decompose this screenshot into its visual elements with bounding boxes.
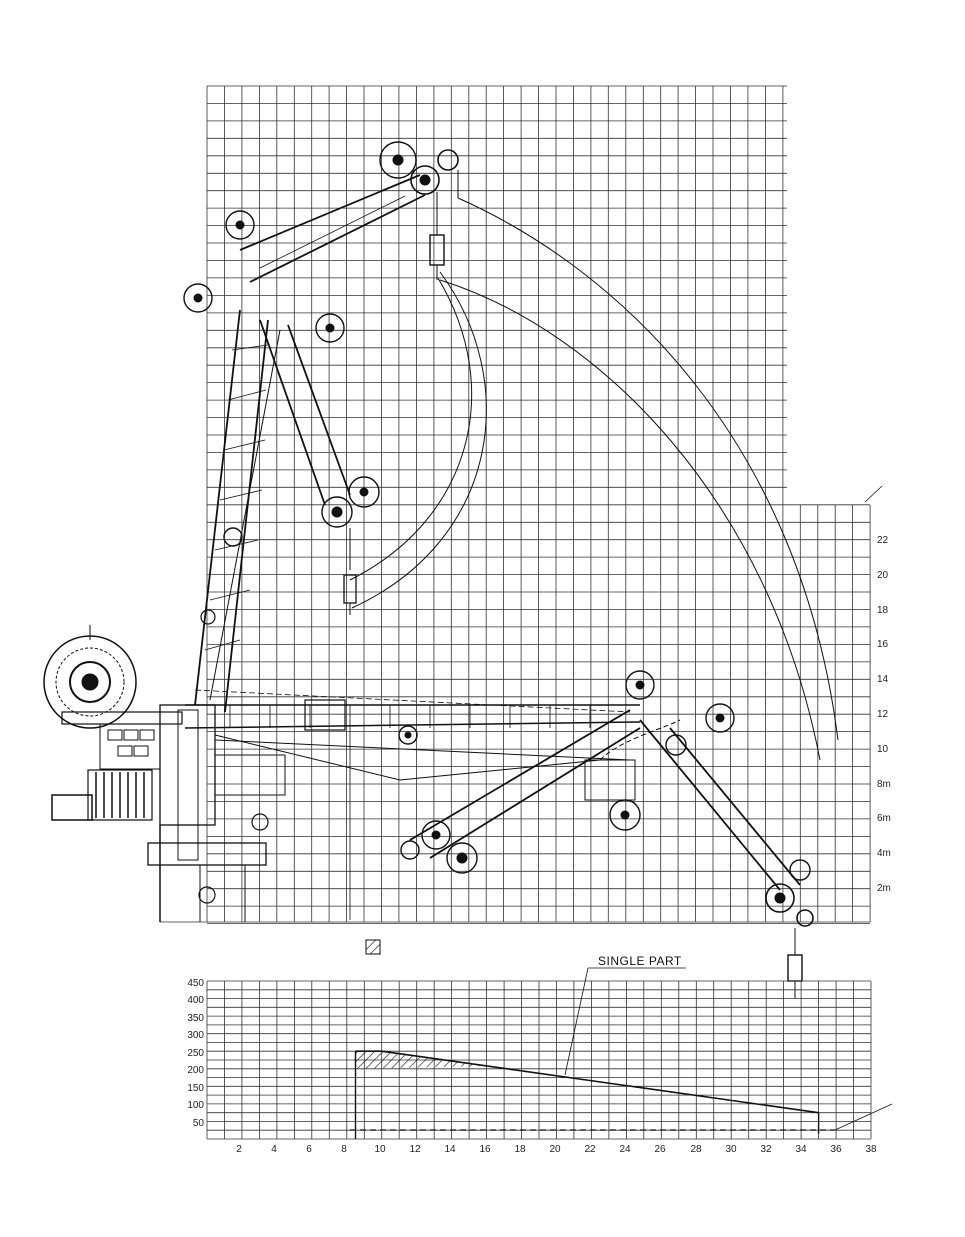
load-y-label: 450 xyxy=(187,978,204,989)
stowed-boom xyxy=(184,689,641,920)
load-x-label: 38 xyxy=(865,1144,877,1155)
load-x-label: 22 xyxy=(584,1144,596,1155)
load-x-label: 10 xyxy=(374,1144,386,1155)
load-y-label: 150 xyxy=(187,1083,204,1094)
luff-arc-2 xyxy=(349,277,473,581)
load-chart-y-labels: 50 100 150 200 250 300 350 400 450 xyxy=(187,978,204,1129)
load-x-label: 32 xyxy=(760,1144,772,1155)
height-label: 16 xyxy=(877,639,889,650)
height-label: 2m xyxy=(877,883,891,894)
load-y-label: 250 xyxy=(187,1048,204,1059)
load-x-label: 36 xyxy=(830,1144,842,1155)
load-x-label: 24 xyxy=(619,1144,631,1155)
hatched-legend-swatch xyxy=(365,939,381,955)
load-x-label: 34 xyxy=(795,1144,807,1155)
knuckle-boom-outboard xyxy=(400,670,814,998)
load-y-label: 200 xyxy=(187,1065,204,1076)
load-x-label: 18 xyxy=(514,1144,526,1155)
height-label: 22 xyxy=(877,535,889,546)
height-label: 6m xyxy=(877,813,891,824)
height-label: 10 xyxy=(877,744,889,755)
height-label: 20 xyxy=(877,570,889,581)
height-label: 4m xyxy=(877,848,891,859)
load-x-label: 4 xyxy=(271,1144,277,1155)
crane-pedestal xyxy=(43,625,286,922)
height-label: 8m xyxy=(877,779,891,790)
load-y-label: 100 xyxy=(187,1100,204,1111)
load-hatch-region xyxy=(355,1051,487,1069)
load-x-label: 30 xyxy=(725,1144,737,1155)
load-x-label: 8 xyxy=(341,1144,347,1155)
load-x-label: 28 xyxy=(690,1144,702,1155)
load-y-label: 350 xyxy=(187,1013,204,1024)
load-curve-line xyxy=(355,1050,819,1114)
load-x-label: 6 xyxy=(306,1144,312,1155)
outer-reach-arc xyxy=(457,197,839,741)
load-y-label: 300 xyxy=(187,1030,204,1041)
reach-grid xyxy=(160,85,871,924)
height-label: 12 xyxy=(877,709,889,720)
load-x-label: 26 xyxy=(654,1144,666,1155)
load-x-label: 14 xyxy=(444,1144,456,1155)
height-label: 14 xyxy=(877,674,889,685)
load-x-label: 2 xyxy=(236,1144,242,1155)
leader-line xyxy=(864,485,883,503)
height-label: 18 xyxy=(877,605,889,616)
load-x-label: 16 xyxy=(479,1144,491,1155)
annotation-leader xyxy=(564,967,589,1076)
height-axis-labels: 2m 4m 6m 8m 10 12 14 16 18 20 22 xyxy=(877,535,891,894)
reach-envelope xyxy=(349,197,839,761)
load-y-label: 50 xyxy=(193,1118,205,1129)
load-x-label: 20 xyxy=(549,1144,561,1155)
luff-arc-1 xyxy=(351,271,487,609)
load-x-label: 12 xyxy=(409,1144,421,1155)
leader-line xyxy=(834,1103,893,1131)
single-part-label: SINGLE PART xyxy=(598,954,682,968)
load-chart-x-labels: 2 4 6 8 10 12 14 16 18 20 22 24 26 28 30… xyxy=(236,1144,877,1155)
main-boom-raised xyxy=(183,141,459,713)
inner-reach-arc xyxy=(439,279,821,761)
load-chart-grid xyxy=(206,980,872,1140)
load-y-label: 400 xyxy=(187,995,204,1006)
